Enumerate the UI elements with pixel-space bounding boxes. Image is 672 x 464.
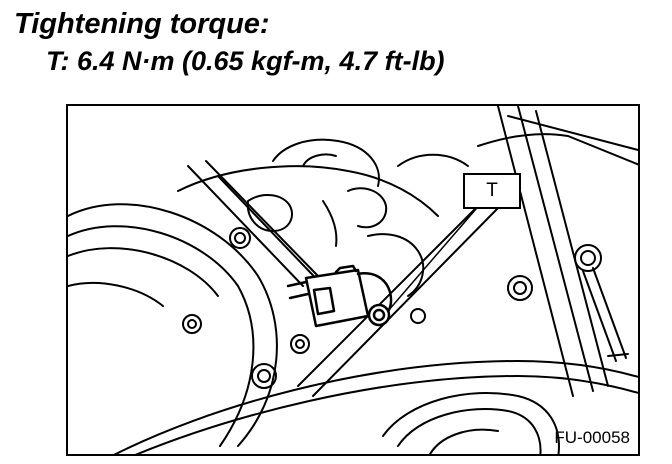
- drive-belt: [113, 360, 638, 454]
- figure-id-label: FU-00058: [554, 428, 630, 447]
- engine-block: [177, 115, 638, 297]
- mounting-bolts: [182, 227, 602, 389]
- torque-callout-box: T: [463, 173, 521, 209]
- callout-leader-line: [387, 208, 477, 312]
- sensor-assembly: [286, 264, 393, 328]
- long-stud: [582, 267, 629, 362]
- torque-spec: T: 6.4 N·m (0.65 kgf-m, 4.7 ft-lb): [46, 46, 445, 76]
- tightening-torque-heading: Tightening torque:: [14, 8, 270, 40]
- left-pulley: [68, 203, 278, 447]
- support-brackets: [187, 106, 609, 397]
- right-pulley: [382, 392, 560, 454]
- engine-illustration: [68, 106, 638, 454]
- sensor-installation-figure: T FU-00058: [66, 104, 640, 456]
